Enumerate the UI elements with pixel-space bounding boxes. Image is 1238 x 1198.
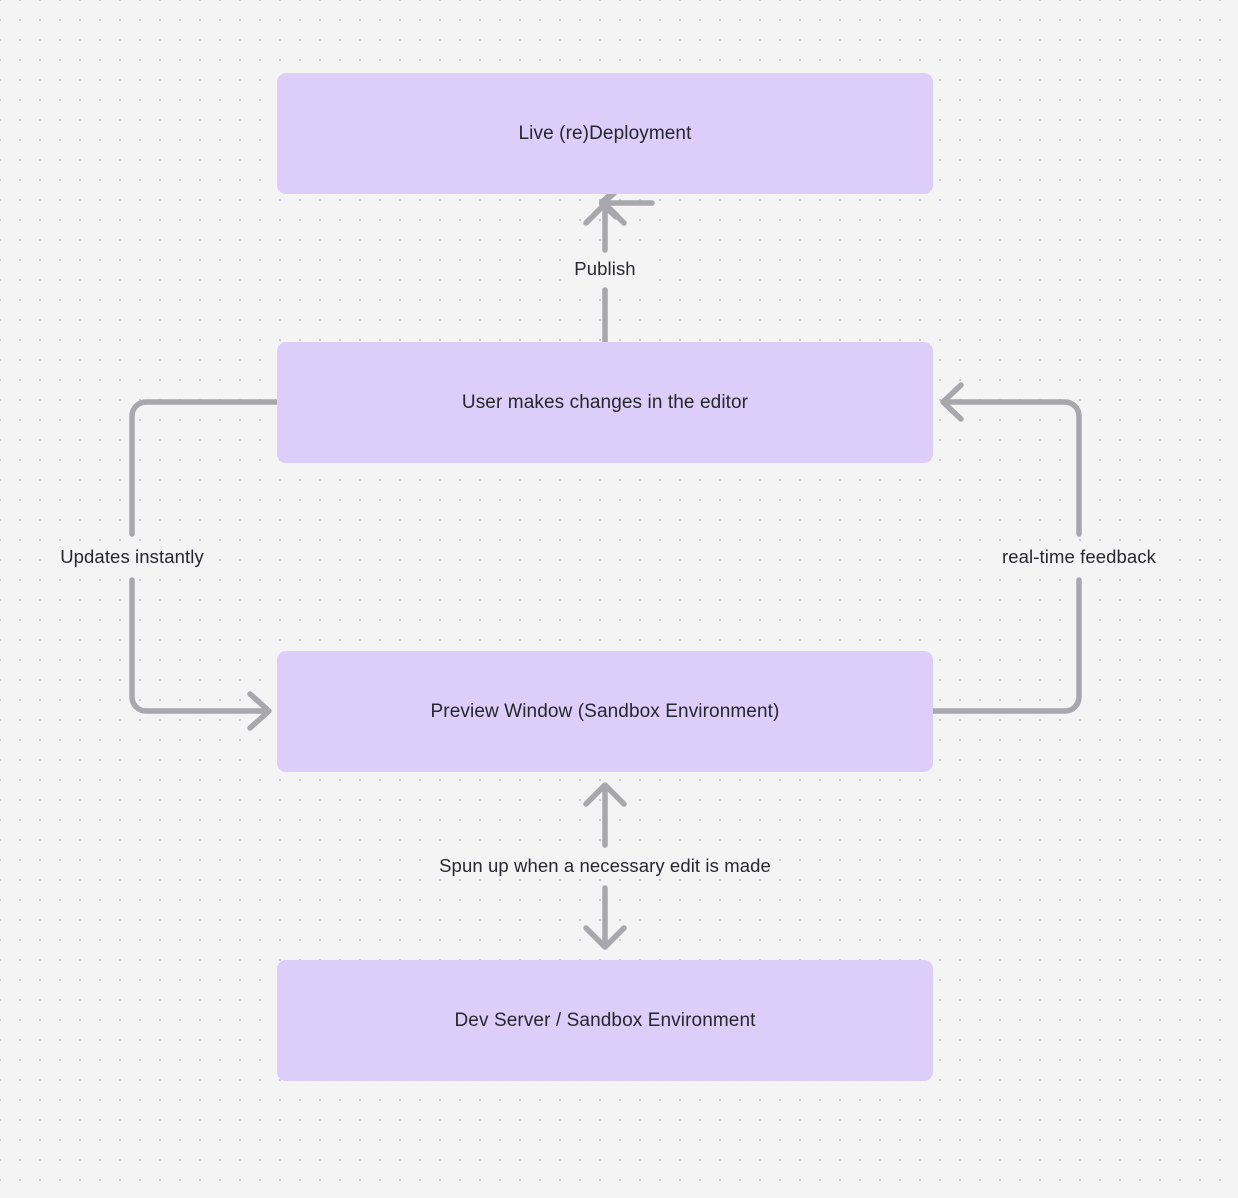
edge-label-real-time-feedback: real-time feedback xyxy=(995,543,1163,571)
node-preview-window[interactable]: Preview Window (Sandbox Environment) xyxy=(277,651,933,772)
node-label: Preview Window (Sandbox Environment) xyxy=(430,700,780,722)
node-live-deployment[interactable]: Live (re)Deployment xyxy=(277,73,933,194)
node-dev-server[interactable]: Dev Server / Sandbox Environment xyxy=(277,960,933,1081)
edge-label-spun-up: Spun up when a necessary edit is made xyxy=(432,852,778,880)
node-user-edits[interactable]: User makes changes in the editor xyxy=(277,342,933,463)
node-label: User makes changes in the editor xyxy=(461,391,749,413)
node-label: Live (re)Deployment xyxy=(518,122,692,144)
node-label: Dev Server / Sandbox Environment xyxy=(454,1009,756,1031)
edge-label-updates-instantly: Updates instantly xyxy=(53,543,211,571)
edge-label-publish: Publish xyxy=(567,255,643,283)
